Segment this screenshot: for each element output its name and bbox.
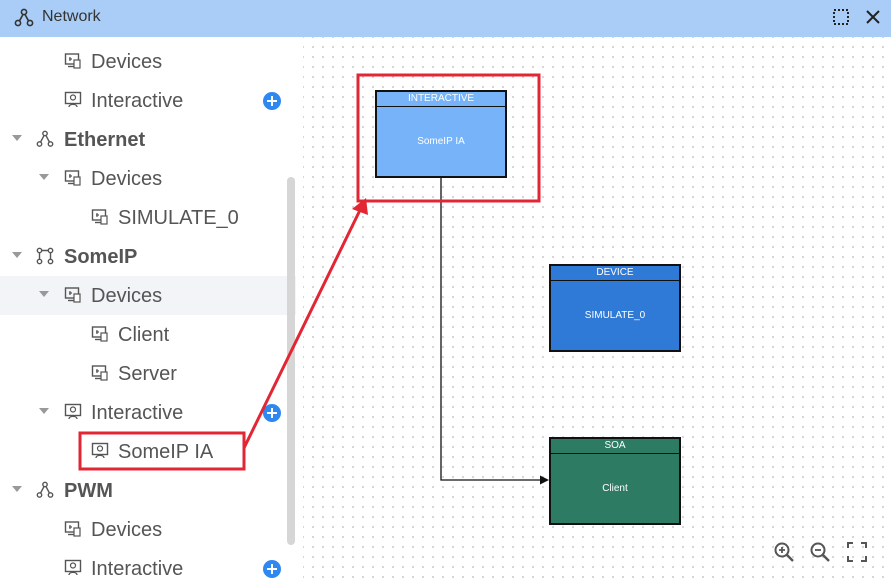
device-icon bbox=[91, 209, 108, 225]
tree-item-label: Client bbox=[118, 324, 170, 346]
tree-item-label: Devices bbox=[91, 51, 163, 73]
tree-item-label: SomeIP IA bbox=[118, 441, 214, 463]
tree-item[interactable]: Interactive bbox=[0, 81, 296, 120]
device-node[interactable]: DEVICE SIMULATE_0 bbox=[549, 264, 681, 352]
tree-item[interactable]: Ethernet bbox=[0, 120, 296, 159]
title-bar: Network bbox=[0, 0, 891, 37]
tree-item[interactable]: Server bbox=[0, 354, 296, 393]
chevron-down-icon[interactable] bbox=[12, 486, 22, 492]
tree-item-label: Ethernet bbox=[64, 129, 146, 151]
soa-node[interactable]: SOA Client bbox=[549, 437, 681, 525]
tree-item[interactable]: Interactive bbox=[0, 549, 296, 586]
add-icon[interactable] bbox=[263, 404, 281, 422]
chevron-down-icon[interactable] bbox=[39, 408, 49, 414]
tree-item[interactable]: SIMULATE_0 bbox=[0, 198, 296, 237]
network-icon bbox=[14, 8, 34, 27]
tree-item-label: SIMULATE_0 bbox=[118, 207, 239, 229]
device-icon bbox=[91, 365, 108, 381]
tree-item-label: Interactive bbox=[91, 402, 184, 424]
maximize-icon[interactable] bbox=[830, 6, 852, 28]
devices-icon bbox=[64, 170, 81, 186]
zoom-out-icon[interactable] bbox=[808, 540, 832, 564]
tree-item-label: Interactive bbox=[91, 90, 184, 112]
tree-item[interactable]: SomeIP bbox=[0, 237, 296, 276]
tree-item-selected[interactable]: SomeIP IA bbox=[0, 432, 296, 471]
node-label: Client bbox=[602, 483, 628, 494]
branch-icon bbox=[36, 247, 54, 265]
tree-item[interactable]: Devices bbox=[0, 276, 296, 315]
node-header: INTERACTIVE bbox=[377, 92, 505, 107]
tree-item-label: Server bbox=[118, 363, 177, 385]
node-header: SOA bbox=[551, 439, 679, 454]
scrollbar[interactable] bbox=[287, 177, 295, 545]
tree-item[interactable]: PWM bbox=[0, 471, 296, 510]
zoom-in-icon[interactable] bbox=[772, 540, 796, 564]
tree-item[interactable]: Devices bbox=[0, 159, 296, 198]
tree-item[interactable]: Client bbox=[0, 315, 296, 354]
tree-item-label: Devices bbox=[91, 168, 163, 190]
node-label: SomeIP IA bbox=[417, 136, 465, 147]
tree-item-label: SomeIP bbox=[64, 246, 138, 268]
chevron-down-icon[interactable] bbox=[39, 174, 49, 180]
add-icon[interactable] bbox=[263, 560, 281, 578]
node-header: DEVICE bbox=[551, 266, 679, 281]
tree-item[interactable]: Devices bbox=[0, 42, 296, 81]
interactive-icon bbox=[91, 442, 109, 459]
tree-item-label: Devices bbox=[91, 285, 163, 307]
interactive-icon bbox=[64, 91, 82, 108]
devices-icon bbox=[64, 287, 81, 303]
interactive-icon bbox=[64, 403, 82, 420]
add-icon[interactable] bbox=[263, 92, 281, 110]
device-icon bbox=[91, 326, 108, 342]
devices-icon bbox=[64, 53, 81, 69]
node-label: SIMULATE_0 bbox=[584, 310, 646, 321]
network-icon bbox=[36, 130, 54, 147]
interactive-icon bbox=[64, 559, 82, 576]
network-tree: Devices Interactive Ethernet Devices SIM… bbox=[0, 37, 300, 586]
tree-item[interactable]: Interactive bbox=[0, 393, 296, 432]
tree-item-label: Devices bbox=[91, 519, 163, 541]
window-title: Network bbox=[42, 8, 101, 25]
tree-item-label: PWM bbox=[64, 480, 113, 502]
tree-item[interactable]: Devices bbox=[0, 510, 296, 549]
fullscreen-icon[interactable] bbox=[845, 540, 869, 564]
chevron-down-icon[interactable] bbox=[12, 135, 22, 141]
network-icon bbox=[36, 481, 54, 498]
chevron-down-icon[interactable] bbox=[39, 291, 49, 297]
interactive-node[interactable]: INTERACTIVE SomeIP IA bbox=[375, 90, 507, 178]
close-icon[interactable] bbox=[862, 6, 884, 28]
devices-icon bbox=[64, 521, 81, 537]
chevron-down-icon[interactable] bbox=[12, 252, 22, 258]
tree-item-label: Interactive bbox=[91, 558, 184, 580]
